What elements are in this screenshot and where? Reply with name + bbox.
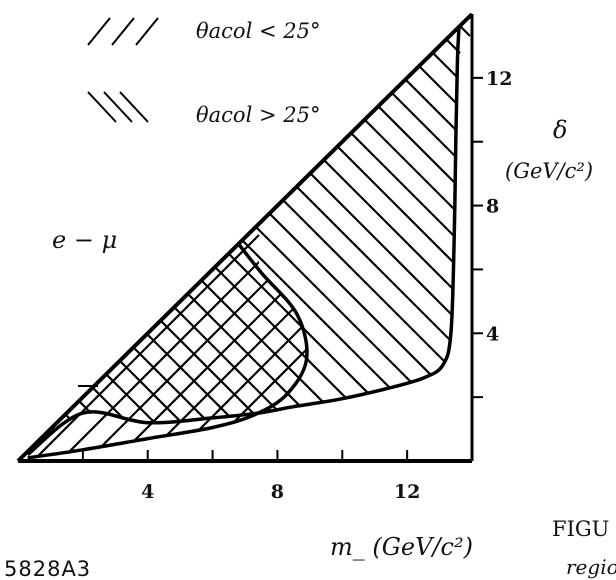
y-tick-label: 8	[486, 196, 499, 218]
x-axis-tick-labels: 4 8 12	[141, 481, 420, 503]
y-tick-label: 12	[486, 68, 512, 90]
inner-region-boundary	[27, 242, 309, 460]
legend-swatch-backward	[87, 91, 149, 123]
figure-number: 5828A3	[4, 557, 91, 580]
x-tick-label: 12	[394, 481, 420, 503]
channel-annotation: e − μ	[52, 226, 117, 254]
y-axis-unit: (GeV/c²)	[505, 159, 593, 183]
legend-swatch-forward	[87, 17, 159, 46]
x-tick-label: 8	[271, 481, 284, 503]
x-axis-ticks	[81, 450, 409, 461]
legend: θacol < 25° θacol > 25°	[87, 17, 320, 127]
x-axis-label: m_ (GeV/c²)	[330, 533, 473, 561]
legend-label-above-25: θacol > 25°	[196, 103, 320, 127]
y-axis-symbol: δ	[553, 116, 567, 144]
legend-label-below-25: θacol < 25°	[196, 19, 320, 43]
y-axis-tick-labels: 4 8 12	[486, 68, 512, 345]
outer-region-boundary	[26, 26, 461, 456]
y-axis-ticks	[472, 76, 483, 399]
x-tick-label: 4	[141, 481, 154, 503]
caption-fragment-1: FIGU	[552, 517, 609, 541]
caption-fragment-2: regio	[566, 555, 616, 579]
y-tick-label: 4	[486, 323, 499, 345]
